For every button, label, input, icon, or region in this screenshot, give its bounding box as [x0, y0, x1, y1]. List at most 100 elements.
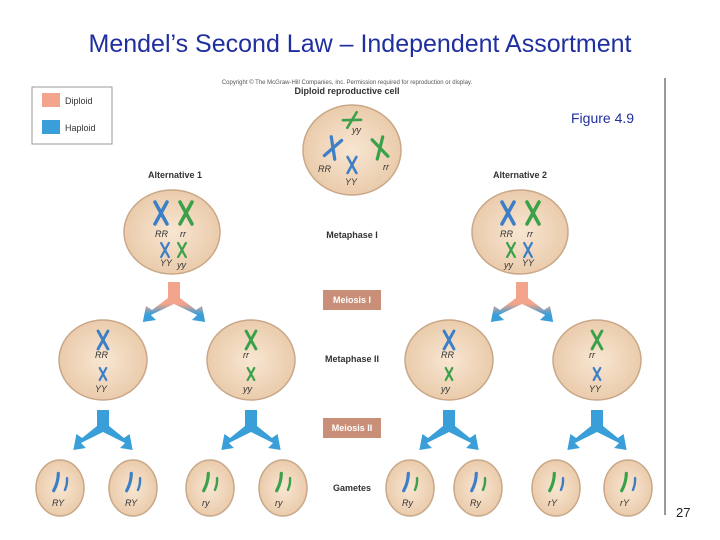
chromatid-r-icon: [275, 471, 283, 493]
allele-rr: rr: [527, 229, 534, 239]
top-diploid-cell: yy RR rr YY: [302, 104, 402, 196]
chromatid-Y-icon: [631, 476, 637, 492]
slide-title: Mendel’s Second Law – Independent Assort…: [88, 30, 632, 58]
chromosome-rr-icon: [370, 135, 390, 161]
chromosome-rr-icon: [244, 329, 258, 351]
figure-label: Figure 4.9: [571, 110, 635, 126]
chromatid-R-icon: [52, 471, 60, 493]
chromatid-y-icon: [213, 476, 219, 492]
meiosis2-arrow: [221, 410, 281, 450]
meiosis2-arrow: [419, 410, 479, 450]
chromatid-y-icon: [286, 476, 292, 492]
top-cell-label: Diploid reproductive cell: [294, 86, 399, 96]
chromosome-YY-icon: [160, 241, 170, 259]
chromatid-r-icon: [548, 471, 556, 493]
gamete-label: Ry: [470, 498, 481, 508]
chromosome-yy-icon: [444, 366, 454, 382]
chromatid-R-icon: [470, 471, 478, 493]
meiosis1-arrow-alt2: [490, 282, 554, 322]
copyright-text: Copyright © The McGraw-Hill Companies, I…: [222, 79, 473, 86]
chromatid-Y-icon: [63, 476, 69, 492]
allele-rr: rr: [383, 162, 390, 172]
allele-YY: YY: [160, 258, 173, 268]
gamete-cell: rY: [603, 459, 653, 517]
allele-yy: yy: [176, 260, 187, 270]
allele-RR: RR: [155, 229, 168, 239]
legend-diploid-swatch: [42, 93, 60, 107]
chromosome-RR-icon: [96, 329, 110, 351]
chromosome-yy-icon: [506, 241, 516, 259]
page-number: 27: [676, 505, 691, 520]
chromatid-y-icon: [413, 476, 419, 492]
meiosis2-arrow: [73, 410, 133, 450]
meiosis2-arrow: [567, 410, 627, 450]
chromatid-r-icon: [202, 471, 210, 493]
allele-RR: RR: [500, 229, 513, 239]
chromosome-rr-icon: [590, 329, 604, 351]
allele-label: YY: [589, 384, 602, 394]
chromosome-YY-icon: [523, 241, 533, 259]
gamete-cell: RY: [108, 459, 158, 517]
chromosome-rr-icon: [178, 200, 194, 226]
alt1-label: Alternative 1: [148, 170, 202, 180]
chromatid-R-icon: [402, 471, 410, 493]
chromosome-yy-icon: [341, 110, 363, 130]
allele-label: RR: [441, 350, 454, 360]
stage-metaphase1: Metaphase I: [326, 230, 378, 240]
allele-label: rr: [243, 350, 250, 360]
gamete-cell: Ry: [385, 459, 435, 517]
chromatid-Y-icon: [559, 476, 565, 492]
allele-rr: rr: [180, 229, 187, 239]
legend: Diploid Haploid: [31, 86, 113, 145]
gamete-label: rY: [620, 498, 630, 508]
metaphase2-cell: RR yy: [404, 319, 494, 401]
allele-RR: RR: [318, 164, 331, 174]
gamete-cell: RY: [35, 459, 85, 517]
gamete-label: ry: [275, 498, 283, 508]
chromosome-RR-icon: [500, 200, 516, 226]
allele-yy: yy: [503, 260, 514, 270]
chromosome-YY-icon: [592, 366, 602, 382]
allele-label: YY: [95, 384, 108, 394]
chromatid-y-icon: [481, 476, 487, 492]
stage-gametes: Gametes: [333, 483, 371, 493]
gamete-label: RY: [125, 498, 138, 508]
allele-label: yy: [440, 384, 451, 394]
chromosome-yy-icon: [177, 241, 187, 259]
allele-label: RR: [95, 350, 108, 360]
gamete-label: ry: [202, 498, 210, 508]
metaphase2-cell: rr yy: [206, 319, 296, 401]
allele-YY: YY: [345, 177, 358, 187]
stage-meiosis1: Meiosis I: [333, 295, 371, 305]
legend-haploid-label: Haploid: [65, 123, 96, 133]
stage-meiosis2: Meiosis II: [332, 423, 373, 433]
allele-label: yy: [242, 384, 253, 394]
stage-meiosis2-box: Meiosis II: [323, 418, 381, 438]
chromosome-YY-icon: [98, 366, 108, 382]
gamete-label: Ry: [402, 498, 413, 508]
chromosome-yy-icon: [246, 366, 256, 382]
alt1-metaphase1-cell: RR rr YY yy: [123, 189, 221, 275]
legend-haploid-swatch: [42, 120, 60, 134]
gamete-cell: rY: [531, 459, 581, 517]
gamete-cell: ry: [185, 459, 235, 517]
metaphase2-cell: RR YY: [58, 319, 148, 401]
allele-YY: YY: [522, 258, 535, 268]
chromosome-RR-icon: [153, 200, 169, 226]
chromosome-YY-icon: [346, 155, 358, 175]
chromosome-rr-icon: [525, 200, 541, 226]
chromatid-R-icon: [125, 471, 133, 493]
alt2-metaphase1-cell: RR rr yy YY: [471, 189, 569, 275]
meiosis1-arrow-alt1: [142, 282, 206, 322]
stage-meiosis1-box: Meiosis I: [323, 290, 381, 310]
gamete-label: RY: [52, 498, 65, 508]
allele-label: rr: [589, 350, 596, 360]
legend-diploid-label: Diploid: [65, 96, 93, 106]
alt2-label: Alternative 2: [493, 170, 547, 180]
stage-metaphase2: Metaphase II: [325, 354, 379, 364]
gamete-cell: ry: [258, 459, 308, 517]
gamete-cell: Ry: [453, 459, 503, 517]
gamete-label: rY: [548, 498, 558, 508]
